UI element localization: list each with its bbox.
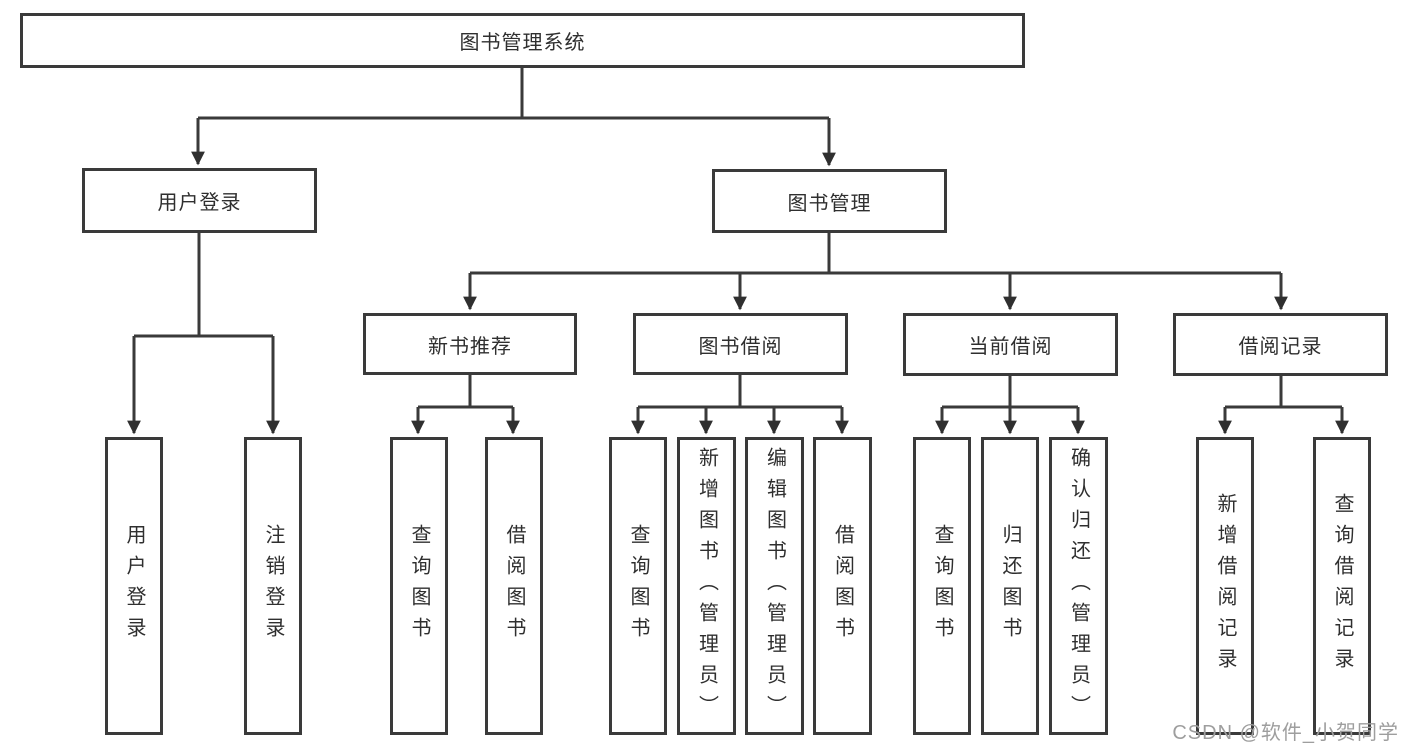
node-current-borrow: 当前借阅: [903, 313, 1118, 376]
node-book-borrow: 图书借阅: [633, 313, 848, 375]
leaf-newbook-borrow-books: 借阅图书: [485, 437, 543, 735]
leaf-query-borrow-record: 查询借阅记录: [1313, 437, 1371, 735]
leaf-return-books-label: 归还图书: [999, 524, 1021, 648]
leaf-user-login-label: 用户登录: [123, 524, 145, 648]
leaf-current-query-books: 查询图书: [913, 437, 971, 735]
node-new-book-recommend-label: 新书推荐: [428, 335, 512, 358]
leaf-confirm-return-admin-label: 确认归还（管理员）: [1067, 446, 1090, 726]
node-book-borrow-label: 图书借阅: [698, 335, 783, 358]
node-current-borrow-label: 当前借阅: [968, 336, 1053, 358]
leaf-edit-books-admin: 编辑图书（管理员）: [745, 437, 804, 735]
node-book-management-label: 图书管理: [787, 192, 872, 215]
node-book-management: 图书管理: [712, 169, 947, 233]
leaf-borrow-books: 借阅图书: [813, 437, 872, 735]
leaf-query-borrow-record-label: 查询借阅记录: [1331, 493, 1353, 679]
node-borrow-records-label: 借阅记录: [1238, 336, 1323, 358]
csdn-watermark: CSDN @软件_小贺同学: [1172, 722, 1399, 744]
leaf-borrow-query-books-label: 查询图书: [627, 524, 649, 648]
leaf-newbook-borrow-books-label: 借阅图书: [503, 524, 525, 648]
leaf-add-books-admin-label: 新增图书（管理员）: [695, 446, 718, 726]
node-root-system-label: 图书管理系统: [459, 32, 586, 54]
leaf-user-login: 用户登录: [105, 437, 163, 735]
node-user-login: 用户登录: [82, 168, 317, 233]
leaf-borrow-books-label: 借阅图书: [831, 524, 854, 648]
leaf-newbook-query-books-label: 查询图书: [408, 524, 430, 648]
node-root-system: 图书管理系统: [20, 13, 1025, 68]
leaf-confirm-return-admin: 确认归还（管理员）: [1049, 437, 1108, 735]
leaf-add-books-admin: 新增图书（管理员）: [677, 437, 736, 735]
leaf-logout-login-label: 注销登录: [262, 524, 284, 648]
leaf-borrow-query-books: 查询图书: [609, 437, 667, 735]
leaf-logout-login: 注销登录: [244, 437, 302, 735]
leaf-current-query-books-label: 查询图书: [931, 524, 953, 648]
leaf-add-borrow-record-label: 新增借阅记录: [1214, 493, 1236, 679]
node-user-login-label: 用户登录: [157, 192, 242, 214]
leaf-return-books: 归还图书: [981, 437, 1039, 735]
node-borrow-records: 借阅记录: [1173, 313, 1388, 376]
node-new-book-recommend: 新书推荐: [363, 313, 577, 375]
leaf-newbook-query-books: 查询图书: [390, 437, 448, 735]
leaf-edit-books-admin-label: 编辑图书（管理员）: [763, 446, 786, 726]
leaf-add-borrow-record: 新增借阅记录: [1196, 437, 1254, 735]
